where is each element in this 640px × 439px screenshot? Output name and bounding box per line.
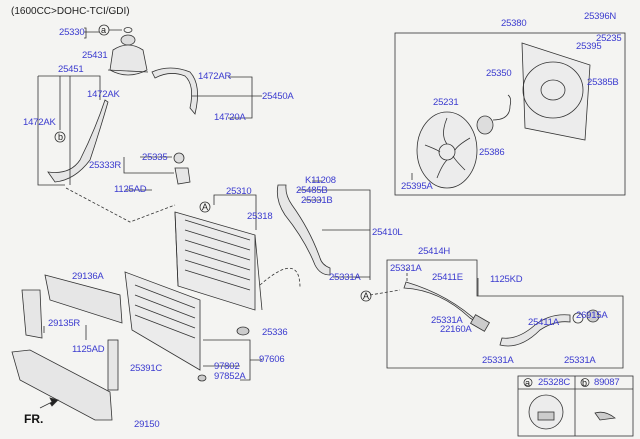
part-label[interactable]: 25331A: [431, 315, 463, 326]
callout-a: a: [101, 25, 107, 35]
hose-cap-26915a[interactable]: [586, 309, 600, 323]
part-label[interactable]: 29150: [134, 419, 160, 430]
part-label[interactable]: K11208: [305, 175, 336, 186]
overflow-hose[interactable]: [47, 99, 109, 183]
part-label[interactable]: 1125AD: [72, 344, 105, 355]
clip-icon: [594, 411, 616, 421]
part-label[interactable]: 25410L: [372, 227, 403, 238]
part-label[interactable]: 25331A: [329, 272, 361, 283]
reservoir-hose[interactable]: [151, 67, 198, 115]
part-label[interactable]: 1125KD: [490, 274, 523, 285]
part-label[interactable]: 25318: [247, 211, 273, 222]
part-label[interactable]: 25235: [596, 33, 622, 44]
part-label[interactable]: 25385B: [587, 77, 619, 88]
part-label[interactable]: 1125AD: [114, 184, 147, 195]
part-label[interactable]: 25331B: [301, 195, 333, 206]
front-marker: FR.: [24, 412, 44, 426]
part-label[interactable]: 25431: [82, 50, 108, 61]
callout-A-2: A: [363, 291, 370, 301]
hose-connector[interactable]: [470, 314, 490, 332]
front-arrow-icon: [39, 397, 59, 409]
part-label[interactable]: 1472AK: [23, 117, 56, 128]
part-label[interactable]: 25414H: [418, 246, 451, 257]
part-label[interactable]: 25395A: [401, 181, 433, 192]
callout-b-circle: [54, 131, 66, 143]
part-label[interactable]: 25331A: [390, 263, 422, 274]
legend-table: [517, 375, 634, 437]
part-label[interactable]: 25411E: [432, 272, 463, 283]
part-label[interactable]: 25450A: [262, 91, 294, 102]
part-label[interactable]: 25336: [262, 327, 288, 338]
part-label[interactable]: 25350: [486, 68, 512, 79]
fan-assembly-box: [394, 32, 626, 196]
part-label[interactable]: 25395: [576, 41, 602, 52]
reservoir-tank[interactable]: [107, 34, 149, 76]
part-label[interactable]: 25310: [226, 186, 252, 197]
part-label[interactable]: 29135R: [48, 318, 81, 329]
mounting-bracket[interactable]: [174, 167, 191, 185]
hose-25411a[interactable]: [499, 314, 571, 347]
part-label[interactable]: 25331A: [564, 355, 596, 366]
receiver-drier[interactable]: [107, 339, 119, 391]
legend-key-a: a: [525, 378, 531, 388]
part-label[interactable]: 25380: [501, 18, 527, 29]
part-label[interactable]: 26915A: [576, 310, 608, 321]
engine-spec-title: (1600CC>DOHC-TCI/GDI): [11, 6, 130, 17]
air-guard-29136a[interactable]: [44, 274, 123, 324]
part-label[interactable]: 97852A: [214, 371, 246, 382]
callout-A-circle: [199, 201, 211, 213]
callout-A-circle-2: [360, 290, 372, 302]
part-label[interactable]: 25485B: [296, 185, 328, 196]
legend-part-a[interactable]: 25328C: [538, 377, 571, 388]
fan-motor[interactable]: [476, 115, 494, 135]
part-label[interactable]: 25333R: [89, 160, 122, 171]
condenser[interactable]: [124, 271, 201, 371]
part-label[interactable]: 25330: [59, 27, 85, 38]
part-label[interactable]: 25331A: [482, 355, 514, 366]
part-label[interactable]: 1472AR: [198, 71, 232, 82]
part-label[interactable]: 25396N: [584, 11, 617, 22]
upper-radiator-hose[interactable]: [276, 184, 331, 276]
part-label[interactable]: 25335: [142, 152, 168, 163]
part-label[interactable]: 25391C: [130, 363, 163, 374]
part-label[interactable]: 25411A: [528, 317, 559, 328]
callout-A: A: [202, 202, 209, 212]
lower-air-guard-29150[interactable]: [11, 349, 113, 421]
radiator[interactable]: [174, 211, 263, 311]
legend-part-b[interactable]: 89087: [594, 377, 620, 388]
part-label[interactable]: 97606: [259, 354, 285, 365]
part-label[interactable]: 97802: [214, 361, 240, 372]
part-label[interactable]: 29136A: [72, 271, 104, 282]
lower-hose-box: [386, 259, 624, 369]
fan-shroud[interactable]: [521, 42, 591, 141]
part-label[interactable]: 14720A: [214, 112, 246, 123]
cooling-fan[interactable]: [416, 111, 478, 189]
callout-b: b: [58, 132, 64, 142]
part-label[interactable]: 25451: [58, 64, 84, 75]
part-label[interactable]: 1472AK: [87, 89, 120, 100]
legend-key-b: b: [582, 378, 588, 388]
part-label[interactable]: 25386: [479, 147, 505, 158]
air-guard-29135r[interactable]: [21, 289, 43, 339]
part-label[interactable]: 22160A: [440, 324, 472, 335]
part-label[interactable]: 25231: [433, 97, 459, 108]
